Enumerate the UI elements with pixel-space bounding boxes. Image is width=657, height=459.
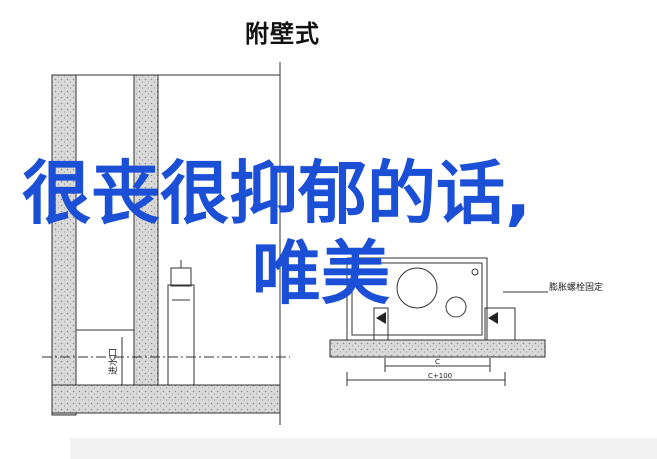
floor-slab [51,384,281,414]
fan-small [445,296,467,318]
dimension-c: C [435,358,440,366]
right-bracket [484,307,516,341]
side-view [42,62,290,425]
unit-top-cap [170,267,192,287]
inlet-label: 进水口 [107,348,119,375]
bolt-label: 膨胀螺栓固定 [549,281,603,293]
overlay-text-line2: 唯美 [252,234,390,314]
unit-body-side [167,284,195,386]
front-unit-panel [351,262,483,336]
overlay-text-line1: 很丧很抑郁的话, [22,154,532,234]
diagram-title: 附壁式 [245,20,320,48]
fan-large [396,267,438,309]
left-wall [51,74,77,416]
ground-slab [329,339,546,358]
front-view [329,257,548,386]
dimension-c100: C+100 [428,372,452,380]
bottom-band [70,438,657,459]
